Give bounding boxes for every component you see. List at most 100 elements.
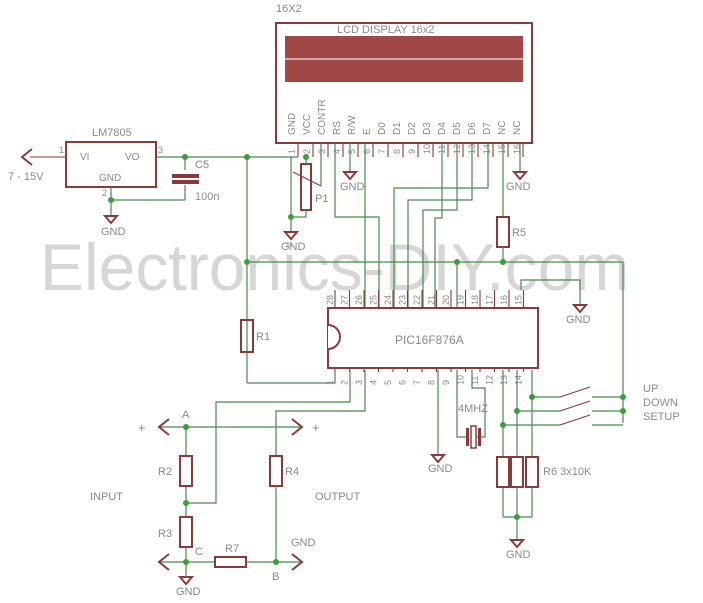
- r3-resistor: [179, 516, 193, 548]
- switch-label-setup: SETUP: [643, 411, 680, 423]
- supply-label: 7 - 15V: [8, 171, 44, 183]
- pic-name: PIC16F876A: [395, 333, 464, 347]
- r6-label: R6 3x10K: [543, 466, 592, 478]
- lcd-pin-label: VCC: [302, 114, 313, 135]
- gnd-label: GND: [506, 181, 531, 193]
- regulator-pin-in: 1: [59, 145, 64, 155]
- r1-label: R1: [256, 331, 270, 343]
- lcd-pin-label: R/W: [347, 115, 358, 135]
- pic-pin-number: 2: [340, 380, 350, 385]
- output-plus-arrow-icon: [291, 418, 304, 436]
- gnd-icon: [177, 576, 195, 586]
- output-label: OUTPUT: [315, 491, 361, 503]
- lcd-pin-label: GND: [287, 113, 298, 135]
- node-a: A: [182, 409, 190, 421]
- pic-pin-number: 4: [369, 380, 379, 385]
- lcd-pin-label: CONTR: [317, 99, 328, 135]
- lcd-pin-number: 5: [347, 149, 357, 154]
- output-gnd-label: GND: [291, 537, 316, 549]
- lcd-pin-number: 1: [287, 149, 297, 154]
- pic-body: [327, 307, 539, 369]
- gnd-icon: [102, 215, 120, 225]
- pic-pin-number: 16: [499, 295, 509, 305]
- lcd-pin-label: D0: [377, 122, 388, 135]
- r6-resistor: [525, 456, 539, 488]
- r4-label: R4: [285, 466, 299, 478]
- supply-arrow-icon: [20, 148, 33, 166]
- lcd-pin-number: 6: [362, 149, 372, 154]
- gnd-icon: [571, 304, 589, 314]
- gnd-icon: [429, 454, 447, 464]
- lcd-pin-number: 16: [512, 144, 522, 154]
- pic-pin-number: 24: [383, 295, 393, 305]
- gnd-label: GND: [428, 463, 453, 475]
- lcd-name: 16X2: [276, 3, 302, 15]
- r4-resistor: [269, 455, 283, 487]
- pic-pin-number: 25: [369, 295, 379, 305]
- lcd-pin-label: D2: [407, 122, 418, 135]
- pic-pin-number: 19: [456, 295, 466, 305]
- r2-resistor: [179, 455, 193, 487]
- pic-pin-number: 20: [441, 295, 451, 305]
- regulator-vi: VI: [80, 152, 89, 163]
- pic-pin-number: 22: [412, 295, 422, 305]
- lcd-pin-number: 2: [302, 149, 312, 154]
- r7-label: R7: [225, 543, 239, 555]
- input-plus: +: [138, 420, 146, 435]
- lcd-pin-label: D1: [392, 122, 403, 135]
- lcd-pin-label: D7: [482, 122, 493, 135]
- lcd-body: [275, 22, 533, 144]
- node-c: C: [195, 546, 203, 558]
- pic-pin-number: 13: [499, 375, 509, 385]
- lcd-pin-label: D5: [452, 122, 463, 135]
- r3-label: R3: [158, 528, 172, 540]
- gnd-label: GND: [101, 226, 126, 238]
- gnd-icon: [511, 171, 529, 181]
- switch-lever[interactable]: [559, 414, 591, 426]
- regulator-vo: VO: [125, 152, 140, 163]
- p1-label: P1: [315, 193, 328, 205]
- lcd-pin-number: 8: [392, 149, 402, 154]
- regulator-gnd: GND: [99, 173, 121, 184]
- switch-lever[interactable]: [559, 386, 591, 398]
- gnd-label: GND: [281, 241, 306, 253]
- lcd-pin-label: NC: [497, 121, 508, 135]
- pic-pin-number: 9: [441, 380, 451, 385]
- gnd-label: GND: [506, 549, 531, 561]
- pic-pin-number: 12: [485, 375, 495, 385]
- input-gnd-arrow-icon: [157, 553, 170, 571]
- pic-pin-number: 27: [340, 295, 350, 305]
- lcd-pin-label: D3: [422, 122, 433, 135]
- lcd-pin-label: E: [362, 128, 373, 135]
- lcd-pin-number: 14: [482, 144, 492, 154]
- r6-resistor: [496, 456, 510, 488]
- output-gnd-arrow-icon: [291, 553, 304, 571]
- pic-pin-number: 5: [383, 380, 393, 385]
- regulator-pin-gnd: 2: [102, 188, 107, 198]
- pic-pin-number: 11: [470, 376, 480, 385]
- gnd-icon: [341, 171, 359, 181]
- pic-pin-number: 14: [514, 375, 524, 385]
- regulator-name: LM7805: [92, 127, 132, 139]
- lcd-pin-label: D4: [437, 122, 448, 135]
- pic-pin-number: 23: [398, 295, 408, 305]
- lcd-pin-label: D6: [467, 122, 478, 135]
- switch-label-up: UP: [643, 383, 658, 395]
- lcd-pin-number: 4: [332, 149, 342, 154]
- regulator-pin-out: 3: [158, 145, 163, 155]
- pic-pin-number: 6: [398, 380, 408, 385]
- r6-resistor: [510, 456, 524, 488]
- pic-pin-number: 18: [470, 295, 480, 305]
- pic-pin-number: 7: [412, 380, 422, 385]
- pic-pin-number: 17: [485, 295, 495, 305]
- gnd-label: GND: [566, 314, 591, 326]
- gnd-icon: [508, 539, 526, 549]
- pic-pin-number: 15: [514, 295, 524, 305]
- r5-label: R5: [512, 227, 526, 239]
- pic-pin-number: 21: [427, 295, 437, 305]
- lcd-pin-number: 3: [317, 149, 327, 154]
- pic-pin-number: 26: [354, 295, 364, 305]
- r1-resistor: [240, 319, 254, 353]
- switch-lever[interactable]: [559, 400, 591, 412]
